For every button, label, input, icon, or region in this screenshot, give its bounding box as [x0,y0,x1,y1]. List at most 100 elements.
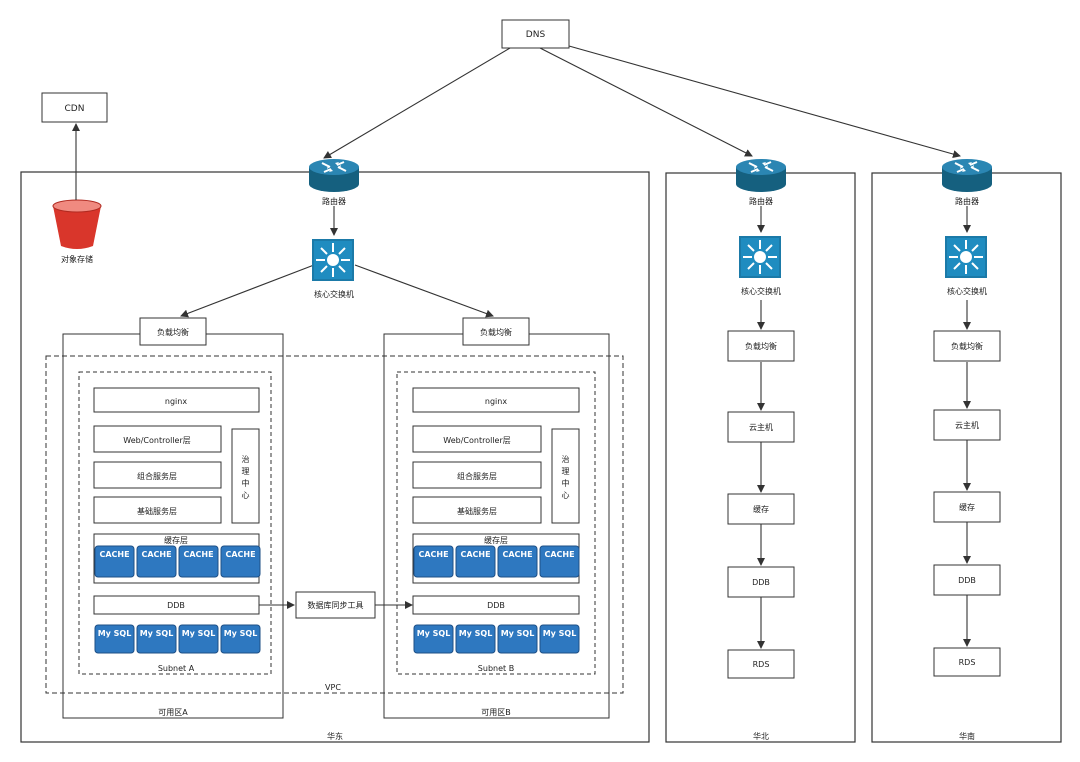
composite-service-label-a: 组合服务层 [137,471,177,481]
north-cache-label: 缓存 [753,504,769,514]
vpc-frame [45,355,624,694]
core-switch-label-east: 核心交换机 [314,289,354,299]
composite-service-label-b: 组合服务层 [457,471,497,481]
cache-cell-label: CACHE [99,550,129,559]
zone-a-label: 可用区A [158,708,188,717]
mysql-cell [539,624,580,654]
cdn-label: CDN [65,104,85,114]
south-load-balancer-label: 负载均衡 [951,341,983,351]
dns-label: DNS [526,30,546,40]
nginx-label-a: nginx [165,397,187,406]
zone-b-label: 可用区B [481,708,511,717]
mysql-cell-label: My SQL [98,629,132,638]
mysql-cell-label: My SQL [417,629,451,638]
router-label-north: 路由器 [749,196,773,206]
cache-cell-label: CACHE [502,550,532,559]
mysql-cell-label: My SQL [182,629,216,638]
db-sync-tool-box [295,591,376,619]
cache-cell-label: CACHE [418,550,448,559]
cache-cell [94,545,135,578]
ddb-label-a: DDB [167,601,185,610]
governance-char-a-0: 治 [242,454,250,464]
cache-layer-label-b: 缓存层 [484,535,508,545]
north-rds-box [727,649,795,679]
connectors [72,45,971,649]
mysql-cell [497,624,538,654]
cache-cell [539,545,580,578]
core-switch-label-south: 核心交换机 [947,286,987,296]
base-service-label-a: 基础服务层 [137,506,177,516]
web-controller-label-a: Web/Controller层 [123,436,191,445]
subnet-a-frame [78,371,272,675]
governance-char-b-0: 治 [562,454,570,464]
governance-char-a-2: 中 [242,478,250,488]
db-sync-tool-label: 数据库同步工具 [308,600,364,610]
load-balancer-label-a: 负载均衡 [157,327,189,337]
mysql-cell-label: My SQL [459,629,493,638]
subnet-a-label: Subnet A [158,664,195,673]
south-cache-label: 缓存 [959,502,975,512]
router-icon-south [941,158,993,193]
governance-char-b-1: 理 [562,467,570,476]
governance-char-a-1: 理 [242,467,250,476]
south-ddb-box [933,564,1001,596]
governance-char-a-3: 心 [242,491,250,500]
ddb-label-b: DDB [487,601,505,610]
mysql-cell-label: My SQL [224,629,258,638]
core-switch-icon-east [311,238,355,282]
object-storage-bucket-icon [52,199,102,249]
ddb-box-a [93,595,260,615]
south-load-balancer-box [933,330,1001,362]
mysql-cell [455,624,496,654]
south-ddb-label: DDB [958,576,976,585]
cache-cell [136,545,177,578]
cache-cell-label: CACHE [225,550,255,559]
cache-cell [178,545,219,578]
region-east-label: 华东 [327,731,343,741]
mysql-cell-label: My SQL [140,629,174,638]
dns-box [501,19,570,49]
south-rds-box [933,647,1001,677]
cache-cells-a: CACHE CACHE CACHE CACHE [94,545,261,578]
north-ddb-label: DDB [752,578,770,587]
south-rds-label: RDS [959,658,976,667]
subnet-b-label: Subnet B [478,664,514,673]
router-label-south: 路由器 [955,196,979,206]
router-icon-north [735,158,787,193]
router-icon-east [308,158,360,193]
load-balancer-box-b [462,317,530,346]
north-cache-box [727,493,795,525]
cache-cell [497,545,538,578]
core-switch-icon-south [944,235,988,279]
region-north-label: 华北 [753,731,769,741]
nginx-label-b: nginx [485,397,507,406]
north-load-balancer-label: 负载均衡 [745,341,777,351]
cache-cell-label: CACHE [544,550,574,559]
load-balancer-label-b: 负载均衡 [480,327,512,337]
north-ddb-box [727,566,795,598]
load-balancer-box-a [139,317,207,346]
mysql-cell [178,624,219,654]
cdn-box [41,92,108,123]
north-cloud-host-box [727,411,795,443]
mysql-cells-a: My SQL My SQL My SQL My SQL [94,624,261,654]
south-cache-box [933,491,1001,523]
cache-cell-label: CACHE [141,550,171,559]
mysql-cell [220,624,261,654]
router-label-east: 路由器 [322,196,346,206]
region-south-label: 华南 [959,731,975,741]
cache-cell [220,545,261,578]
mysql-cell [413,624,454,654]
north-load-balancer-box [727,330,795,362]
cache-cell-label: CACHE [183,550,213,559]
core-switch-icon-north [738,235,782,279]
cache-layer-label-a: 缓存层 [164,535,188,545]
north-rds-label: RDS [753,660,770,669]
vpc-label: VPC [325,683,341,692]
south-cloud-host-label: 云主机 [955,420,979,430]
core-switch-label-north: 核心交换机 [741,286,781,296]
web-controller-label-b: Web/Controller层 [443,436,511,445]
